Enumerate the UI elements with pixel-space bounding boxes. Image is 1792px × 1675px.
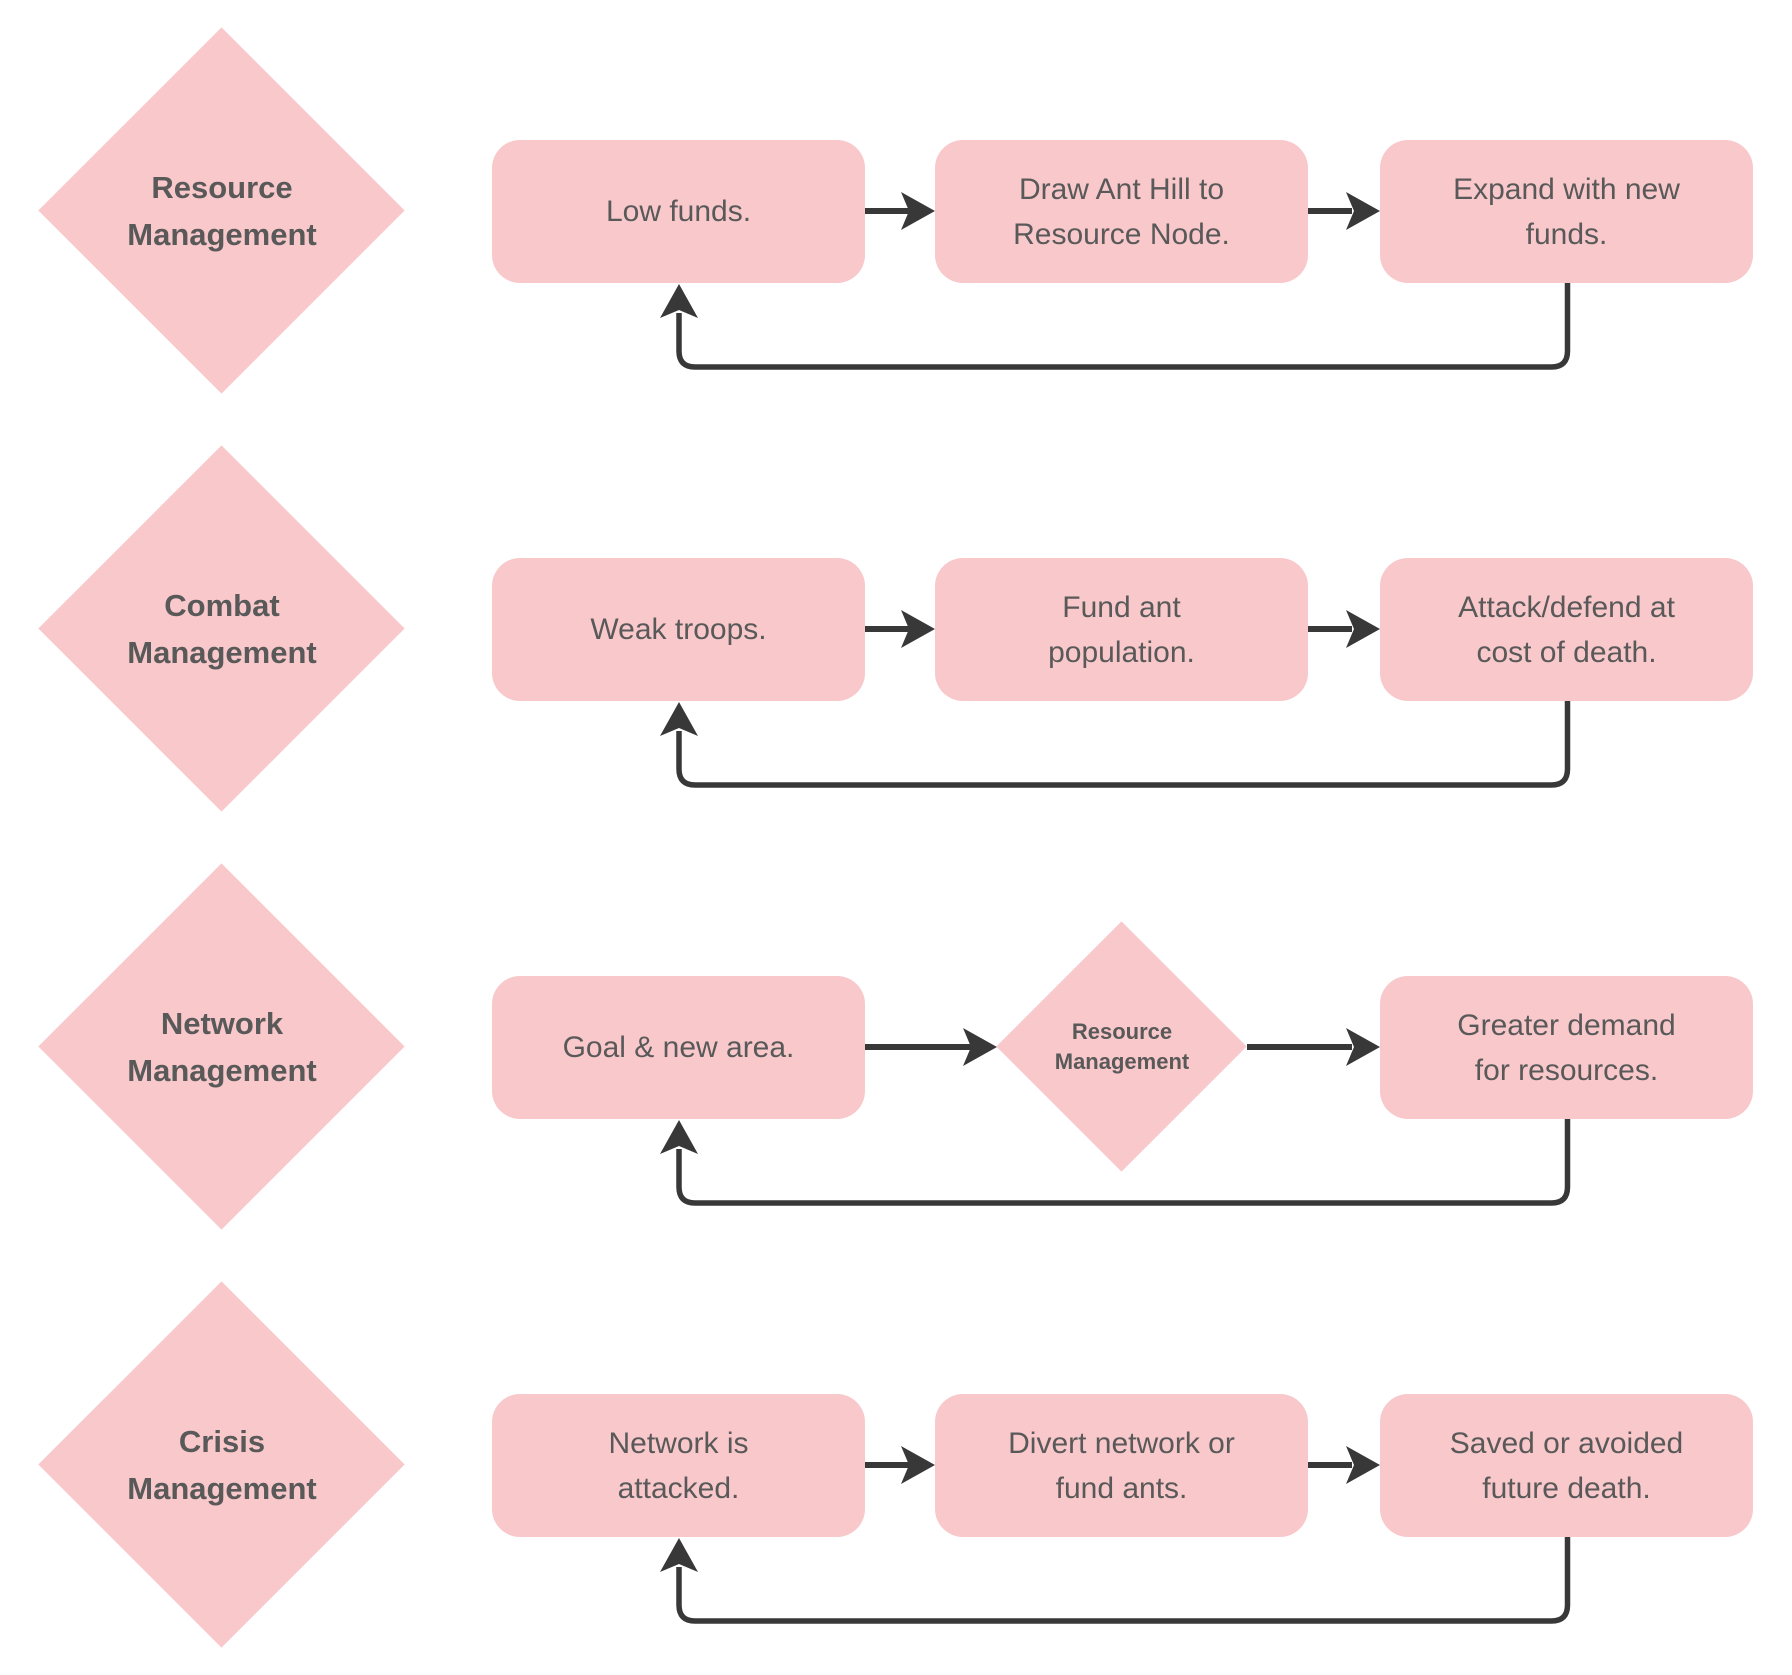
category-label-combat-management: Combat Management	[62, 582, 382, 676]
decision-label-line1: Resource	[1071, 1019, 1173, 1044]
arrowhead-right-icon	[901, 1446, 935, 1484]
arrowhead-up-icon	[660, 1120, 698, 1154]
node-text: Expand with new funds.	[1453, 172, 1680, 251]
arrowhead-right-icon	[1346, 192, 1380, 230]
loop-arrow-row1	[676, 283, 1571, 370]
arrowhead-up-icon	[660, 702, 698, 736]
arrowhead-up-icon	[660, 284, 698, 318]
category-label-line1: Crisis	[178, 1424, 266, 1459]
node-text: Fund ant population.	[1048, 590, 1195, 669]
node-text: Low funds.	[605, 195, 752, 228]
arrowhead-right-icon	[1346, 610, 1380, 648]
node-expand-new-funds: Expand with new funds.	[1380, 140, 1753, 283]
node-text: Draw Ant Hill to Resource Node.	[1013, 172, 1230, 251]
node-weak-troops: Weak troops.	[492, 558, 865, 701]
category-label-line2: Management	[127, 1471, 317, 1506]
node-draw-ant-hill: Draw Ant Hill to Resource Node.	[935, 140, 1308, 283]
category-label-line2: Management	[127, 1053, 317, 1088]
loop-arrow-row2	[676, 701, 1571, 788]
node-text: Saved or avoided future death.	[1449, 1426, 1684, 1505]
node-fund-ant-population: Fund ant population.	[935, 558, 1308, 701]
node-divert-network: Divert network or fund ants.	[935, 1394, 1308, 1537]
node-saved-avoided-death: Saved or avoided future death.	[1380, 1394, 1753, 1537]
arrowhead-right-icon	[1346, 1446, 1380, 1484]
node-goal-new-area: Goal & new area.	[492, 976, 865, 1119]
category-label-network-management: Network Management	[62, 1000, 382, 1094]
arrowhead-up-icon	[660, 1538, 698, 1572]
node-text: Divert network or fund ants.	[1008, 1426, 1235, 1505]
category-label-crisis-management: Crisis Management	[62, 1418, 382, 1512]
node-low-funds: Low funds.	[492, 140, 865, 283]
node-text: Goal & new area.	[562, 1031, 795, 1064]
category-label-line1: Combat	[164, 588, 280, 623]
arrowhead-right-icon	[1346, 1028, 1380, 1066]
node-text: Network is attacked.	[608, 1426, 749, 1505]
node-text: Attack/defend at cost of death.	[1458, 590, 1675, 669]
node-greater-demand: Greater demand for resources.	[1380, 976, 1753, 1119]
decision-label-resource-management: Resource Management	[1012, 1017, 1232, 1077]
category-label-resource-management: Resource Management	[62, 164, 382, 258]
category-label-line2: Management	[127, 635, 317, 670]
category-label-line2: Management	[127, 217, 317, 252]
category-label-line1: Network	[160, 1006, 284, 1041]
arrowhead-right-icon	[901, 610, 935, 648]
category-label-line1: Resource	[151, 170, 293, 205]
arrowhead-right-icon	[963, 1028, 997, 1066]
node-attack-defend: Attack/defend at cost of death.	[1380, 558, 1753, 701]
loop-arrow-row4	[676, 1537, 1571, 1624]
node-network-attacked: Network is attacked.	[492, 1394, 865, 1537]
decision-label-line2: Management	[1054, 1049, 1190, 1074]
node-text: Weak troops.	[590, 613, 767, 646]
arrowhead-right-icon	[901, 192, 935, 230]
node-text: Greater demand for resources.	[1457, 1008, 1676, 1087]
